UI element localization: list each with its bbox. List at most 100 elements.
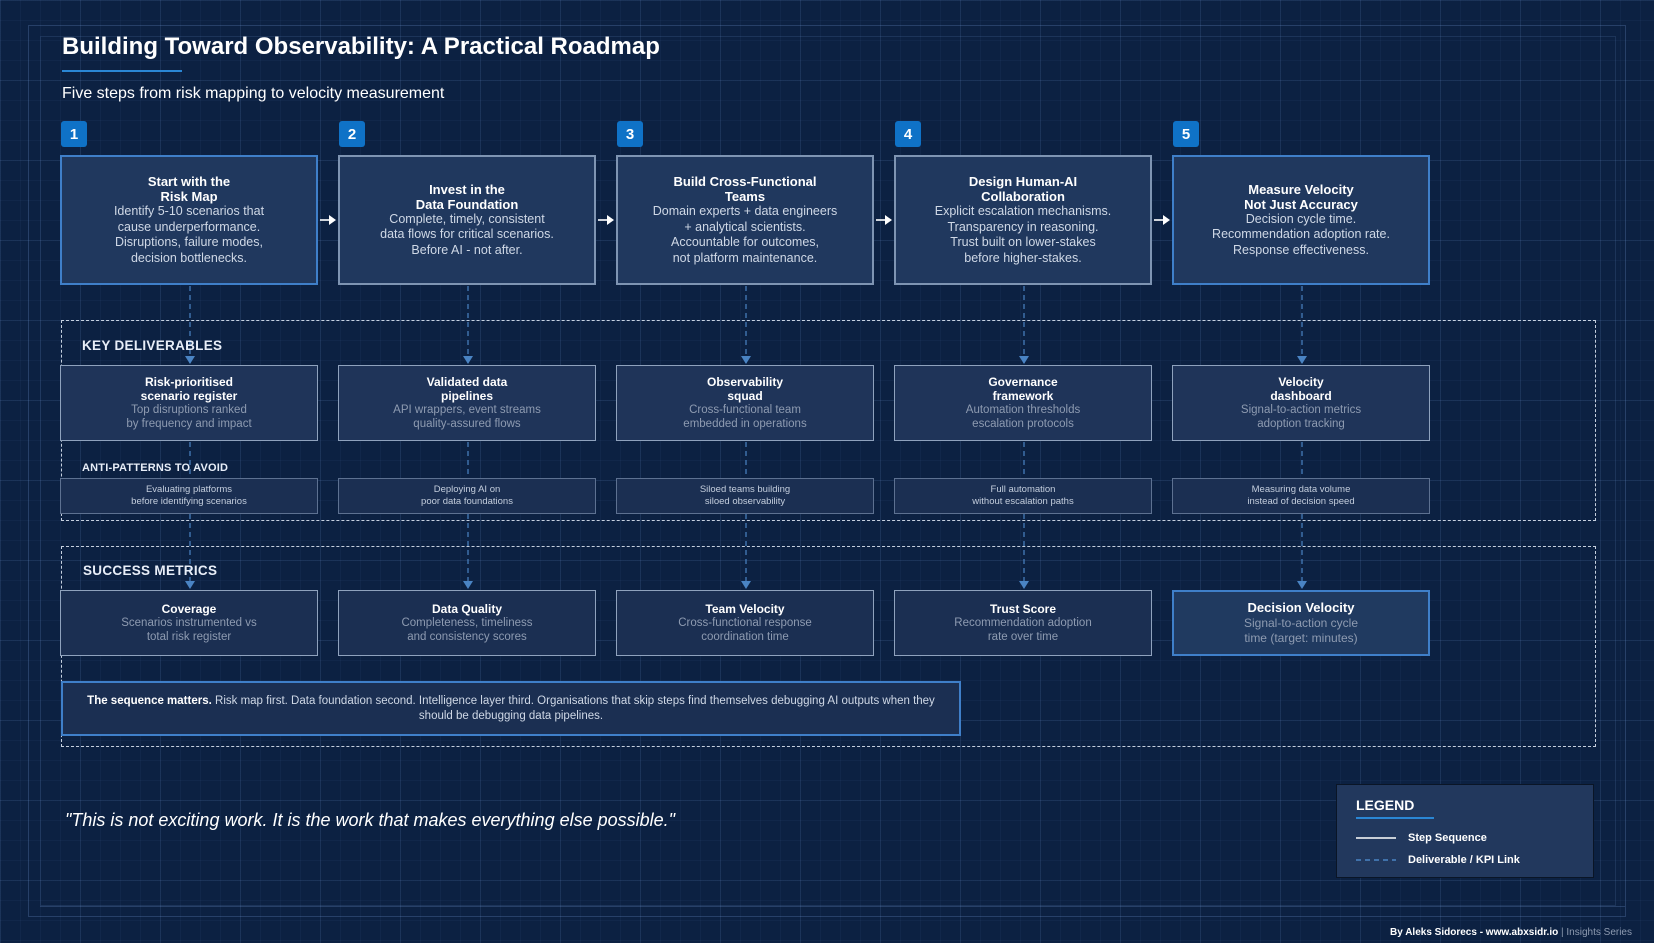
inner-frame: [40, 36, 1616, 906]
metric-title: Decision Velocity: [1247, 600, 1355, 615]
anti-pattern-text: Deploying AI on: [433, 484, 501, 495]
anti-patterns-label: ANTI-PATTERNS TO AVOID: [82, 462, 229, 474]
step-desc: Complete, timely, consistent: [389, 211, 545, 226]
step-title: Build Cross-Functional: [673, 174, 817, 189]
metrics-label: SUCCESS METRICS: [83, 563, 218, 578]
anti-pattern-text: Measuring data volume: [1251, 484, 1351, 495]
deliverable-desc: Automation thresholds: [965, 404, 1081, 416]
metric-title: Data Quality: [431, 602, 503, 616]
metric-desc: Cross-functional response: [678, 617, 812, 629]
footer-series: Insights Series: [1566, 927, 1632, 938]
deliverable-card: Governance framework Automation threshol…: [894, 365, 1152, 441]
footer: By Aleks Sidorecs - www.abxsidr.io | Ins…: [1390, 927, 1632, 938]
step-card-3: Build Cross-Functional Teams Domain expe…: [616, 155, 874, 285]
anti-pattern-text: instead of decision speed: [1247, 496, 1355, 507]
metric-desc: total risk register: [146, 631, 232, 643]
deliverable-desc: escalation protocols: [972, 418, 1074, 430]
deliverable-desc: API wrappers, event streams: [393, 404, 541, 416]
step-badge-1: 1: [61, 121, 87, 147]
metric-card: Data Quality Completeness, timeliness an…: [338, 590, 596, 656]
deliverable-desc: embedded in operations: [683, 418, 807, 430]
anti-pattern-text: Full automation: [990, 484, 1056, 495]
deliverable-title: Observability: [706, 375, 784, 389]
metric-desc: Completeness, timeliness: [401, 617, 533, 629]
step-title: Design Human-AI: [968, 174, 1078, 189]
arrow-right-icon: [320, 215, 336, 225]
metric-card: Team Velocity Cross-functional response …: [616, 590, 874, 656]
anti-pattern-text: Evaluating platforms: [145, 484, 233, 495]
anti-pattern-card: Deploying AI on poor data foundations: [338, 478, 596, 514]
metric-title: Trust Score: [989, 602, 1057, 616]
deliverable-title: dashboard: [1270, 389, 1332, 403]
metric-title: Team Velocity: [705, 602, 785, 616]
step-desc: Transparency in reasoning.: [947, 219, 1099, 234]
deliverable-card: Velocity dashboard Signal-to-action metr…: [1172, 365, 1430, 441]
anti-pattern-text: without escalation paths: [972, 496, 1074, 507]
metric-desc: Recommendation adoption: [954, 617, 1092, 629]
step-desc: cause underperformance.: [117, 219, 261, 234]
sequence-note-bold: The sequence matters.: [87, 694, 212, 707]
metric-card: Trust Score Recommendation adoption rate…: [894, 590, 1152, 656]
step-card-2: Invest in the Data Foundation Complete, …: [338, 155, 596, 285]
step-title: Not Just Accuracy: [1244, 196, 1358, 212]
deliverable-title: scenario register: [140, 389, 238, 403]
quote: "This is not exciting work. It is the wo…: [65, 810, 676, 830]
anti-pattern-text: Siloed teams building: [699, 484, 791, 495]
metric-desc: Signal-to-action cycle: [1243, 616, 1359, 630]
deliverable-title: framework: [992, 389, 1054, 403]
step-desc: not platform maintenance.: [672, 250, 818, 265]
deliverable-title: pipelines: [440, 389, 493, 403]
step-title: Start with the: [147, 174, 231, 189]
step-desc: Recommendation adoption rate.: [1212, 227, 1390, 242]
legend-label: Deliverable / KPI Link: [1408, 854, 1520, 866]
step-desc: Domain experts + data engineers: [652, 204, 838, 218]
arrow-right-icon: [598, 215, 614, 225]
title-underline: [62, 70, 182, 72]
step-desc: + analytical scientists.: [684, 219, 806, 234]
metric-desc: coordination time: [701, 631, 789, 643]
step-card-5: Measure Velocity Not Just Accuracy Decis…: [1172, 155, 1430, 285]
anti-pattern-card: Full automation without escalation paths: [894, 478, 1152, 514]
step-desc: Disruptions, failure modes,: [115, 235, 263, 249]
deliverable-title: Governance: [988, 375, 1058, 389]
step-desc: before higher-stakes.: [964, 250, 1082, 265]
deliverable-title: Risk-prioritised: [144, 375, 234, 389]
page-subtitle: Five steps from risk mapping to velocity…: [62, 85, 445, 102]
legend: LEGEND Step Sequence Deliverable / KPI L…: [1336, 784, 1594, 878]
metric-card: Coverage Scenarios instrumented vs total…: [60, 590, 318, 656]
dashed-line-icon: [1356, 859, 1396, 861]
legend-label: Step Sequence: [1408, 832, 1487, 844]
outer-frame: [28, 25, 1626, 917]
step-desc: Trust built on lower-stakes: [950, 235, 1096, 249]
deliverable-title: Velocity: [1278, 375, 1324, 389]
step-card-4: Design Human-AI Collaboration Explicit e…: [894, 155, 1152, 285]
step-desc: Accountable for outcomes,: [671, 235, 819, 249]
page-title: Building Toward Observability: A Practic…: [62, 33, 660, 60]
metric-card-highlight: Decision Velocity Signal-to-action cycle…: [1172, 590, 1430, 656]
legend-title: LEGEND: [1356, 797, 1415, 813]
step-title: Data Foundation: [415, 196, 519, 212]
step-desc: Response effectiveness.: [1233, 242, 1369, 257]
step-desc: Identify 5-10 scenarios that: [113, 204, 265, 218]
step-title: Collaboration: [981, 189, 1065, 204]
anti-pattern-card: Evaluating platforms before identifying …: [60, 478, 318, 514]
deliverable-title: Validated data: [426, 375, 508, 389]
step-title: Invest in the: [429, 181, 505, 197]
step-title: Risk Map: [160, 189, 218, 204]
sequence-note-text: Risk map first. Data foundation second. …: [215, 694, 935, 722]
anti-pattern-text: siloed observability: [704, 496, 786, 507]
deliverable-desc: Cross-functional team: [689, 404, 801, 416]
deliverable-desc: Top disruptions ranked: [131, 404, 247, 416]
step-title: Teams: [724, 189, 766, 204]
solid-line-icon: [1356, 837, 1396, 839]
deliverable-card: Validated data pipelines API wrappers, e…: [338, 365, 596, 441]
legend-row-step: Step Sequence: [1356, 831, 1487, 845]
anti-pattern-card: Siloed teams building siloed observabili…: [616, 478, 874, 514]
step-badge-3: 3: [617, 121, 643, 147]
legend-row-link: Deliverable / KPI Link: [1356, 853, 1520, 867]
metric-title: Coverage: [161, 602, 217, 616]
bottom-divider: [40, 906, 1625, 907]
step-title: Measure Velocity: [1248, 181, 1354, 197]
metric-desc: rate over time: [987, 631, 1059, 643]
step-desc: data flows for critical scenarios.: [380, 227, 554, 242]
